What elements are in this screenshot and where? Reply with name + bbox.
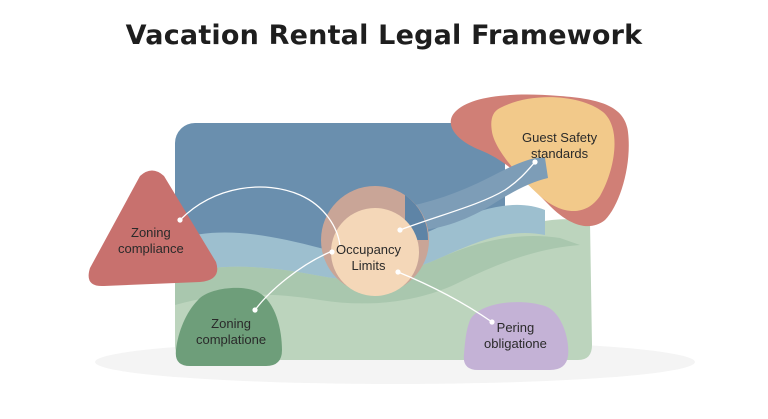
node-zoning-compliance: Zoning compliance	[118, 225, 184, 257]
zoning-compliance-shape	[88, 170, 218, 287]
blue-stream	[408, 157, 548, 231]
node-label-line: Zoning	[211, 316, 251, 331]
pering-obligatione-shape	[463, 302, 569, 370]
connector-dot	[329, 249, 335, 255]
connector-zoning-occupancy	[179, 186, 341, 247]
connector-dot	[397, 227, 403, 233]
connector-occupancy-guest	[399, 161, 536, 231]
node-label-line: Pering	[496, 320, 535, 335]
node-label-line: compliance	[118, 241, 184, 256]
connector-dot	[532, 159, 538, 165]
guest-safety-shape	[491, 97, 615, 212]
node-label-line: obligatione	[484, 336, 547, 351]
node-guest-safety: Guest Safety standards	[522, 130, 597, 162]
connector-dot	[395, 269, 401, 275]
node-label-line: Limits	[351, 258, 386, 273]
connector-dot	[489, 319, 495, 325]
node-label-line: complatione	[196, 332, 267, 347]
page-title: Vacation Rental Legal Framework	[125, 20, 643, 51]
node-label-line: Guest Safety	[522, 130, 598, 145]
node-label-line: standards	[531, 146, 589, 161]
connector-occupancy-pering	[397, 271, 493, 323]
node-label-line: Zoning	[131, 225, 171, 240]
node-pering-obligatione: Pering obligatione	[484, 320, 547, 352]
zoning-complatione-shape	[175, 287, 282, 366]
connector-complatione-occupancy	[254, 251, 331, 311]
connector-dot	[177, 217, 183, 223]
node-label-line: Occupancy	[336, 242, 402, 257]
node-zoning-complatione: Zoning complatione	[196, 316, 266, 348]
node-occupancy-limits: Occupancy Limits	[336, 242, 401, 274]
connector-dot	[252, 307, 258, 313]
